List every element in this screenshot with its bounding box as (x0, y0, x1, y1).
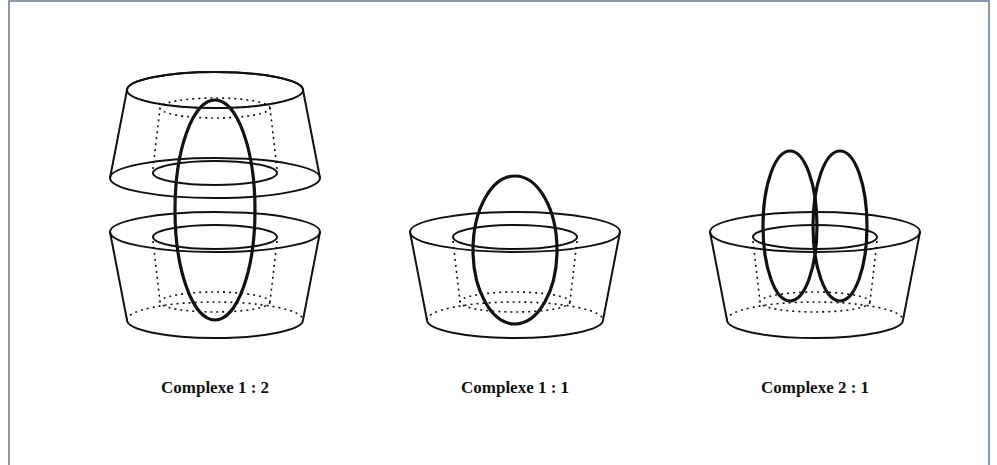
cyclodextrin-cup (410, 212, 620, 338)
guest-molecule (473, 176, 557, 324)
guest-molecule (763, 151, 817, 301)
complex-caption: Complexe 1 : 2 (161, 378, 269, 398)
complex-caption: Complexe 2 : 1 (761, 378, 869, 398)
guest-molecule (175, 100, 255, 320)
complex-caption: Complexe 1 : 1 (461, 378, 569, 398)
cyclodextrin-cup (710, 212, 920, 338)
guest-molecule (813, 151, 867, 301)
frame (9, 1, 989, 465)
cyclodextrin-cap (110, 72, 320, 198)
